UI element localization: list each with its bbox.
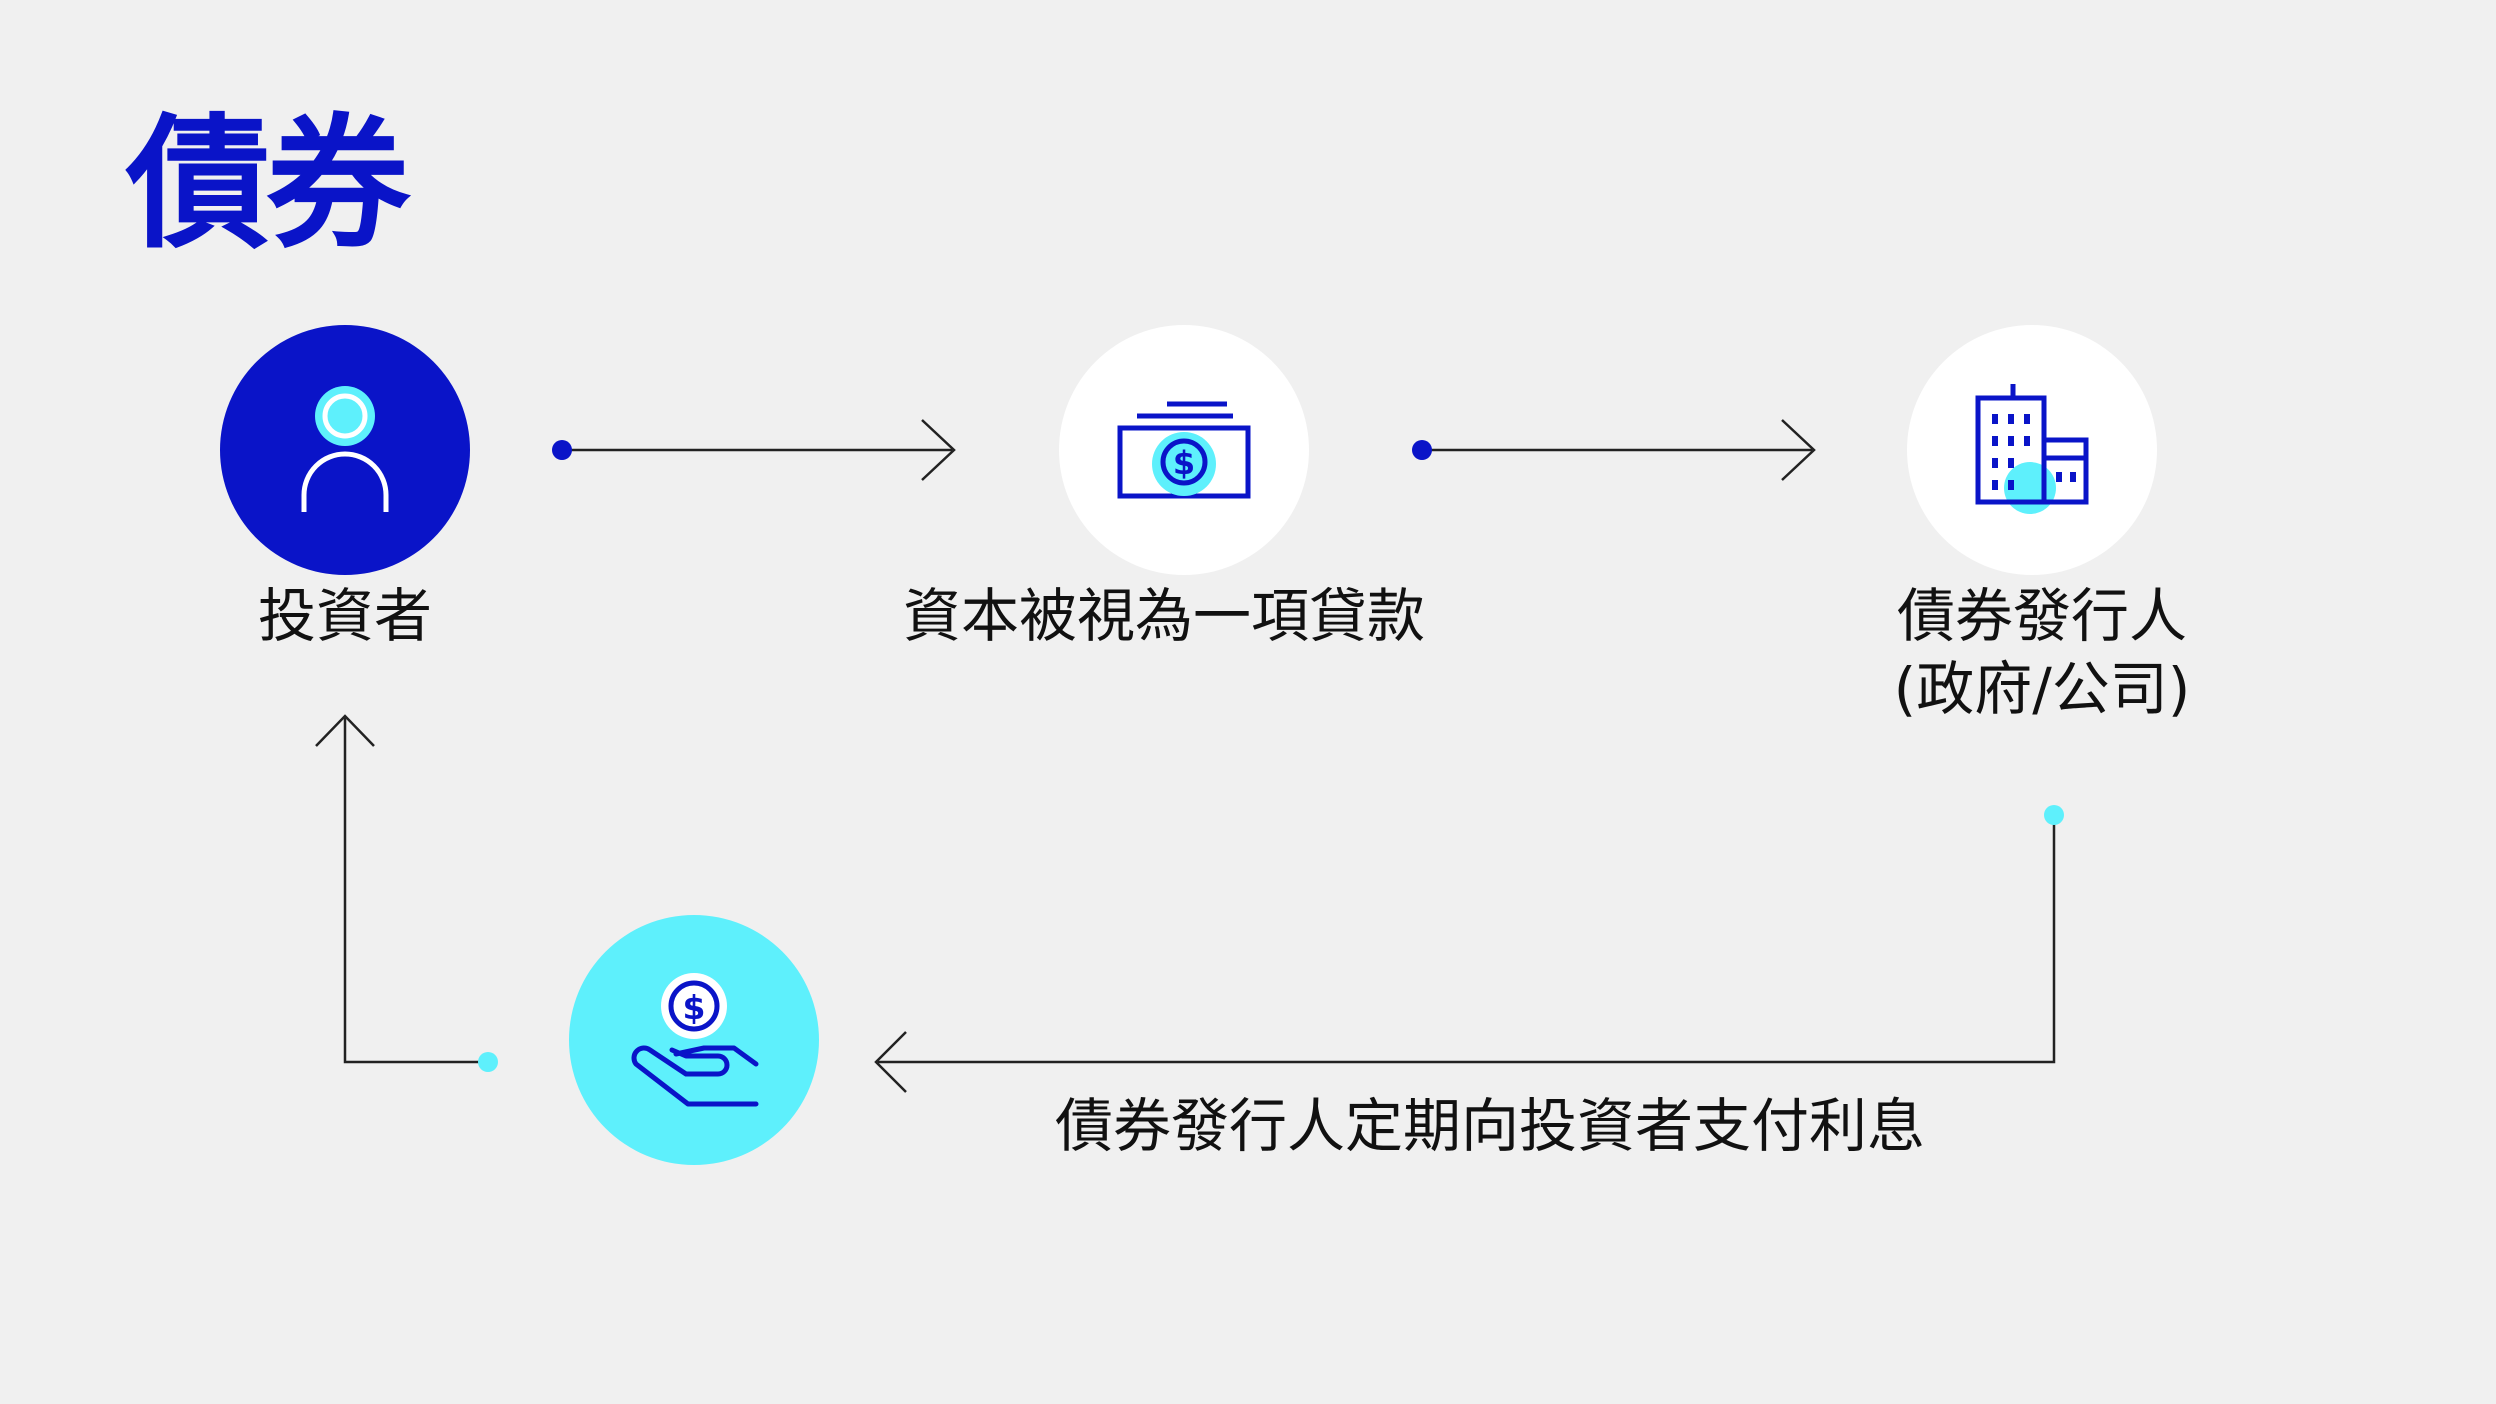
- issuer-label: 債券發行人 (政府/公司): [1894, 580, 2191, 725]
- issuer-label-line2: (政府/公司): [1893, 654, 2191, 723]
- arrow-issuer-to-interest: [874, 815, 2056, 1093]
- svg-text:$: $: [1173, 444, 1195, 482]
- issuer-node: [1907, 325, 2157, 575]
- page-title: 債券: [126, 99, 410, 268]
- loan-label: 資本被視為一項貸款: [902, 582, 1426, 650]
- connector-dot-start-3: [2044, 805, 2064, 825]
- connector-dot-start-4: [478, 1052, 498, 1072]
- loan-node: $: [1059, 325, 1309, 575]
- issuer-label-line1: 債券發行人: [1896, 582, 2187, 650]
- investor-node: [220, 325, 470, 575]
- interest-node: $: [569, 915, 819, 1165]
- connector-dot-start-2: [1412, 440, 1432, 460]
- connector-dot-start-1: [552, 440, 572, 460]
- arrow-investor-to-loan: [562, 419, 956, 481]
- hand-coin-icon: $: [631, 973, 759, 1107]
- person-icon: [301, 386, 389, 512]
- banknote-stack-icon: $: [1117, 401, 1251, 499]
- arrow-interest-to-investor: [315, 714, 488, 1064]
- office-buildings-icon: [1975, 384, 2089, 514]
- svg-text:$: $: [683, 988, 706, 1027]
- interest-label: 債券發行人定期向投資者支付利息: [1054, 1092, 1926, 1160]
- investor-label: 投資者: [257, 582, 433, 650]
- arrow-loan-to-issuer: [1422, 419, 1816, 481]
